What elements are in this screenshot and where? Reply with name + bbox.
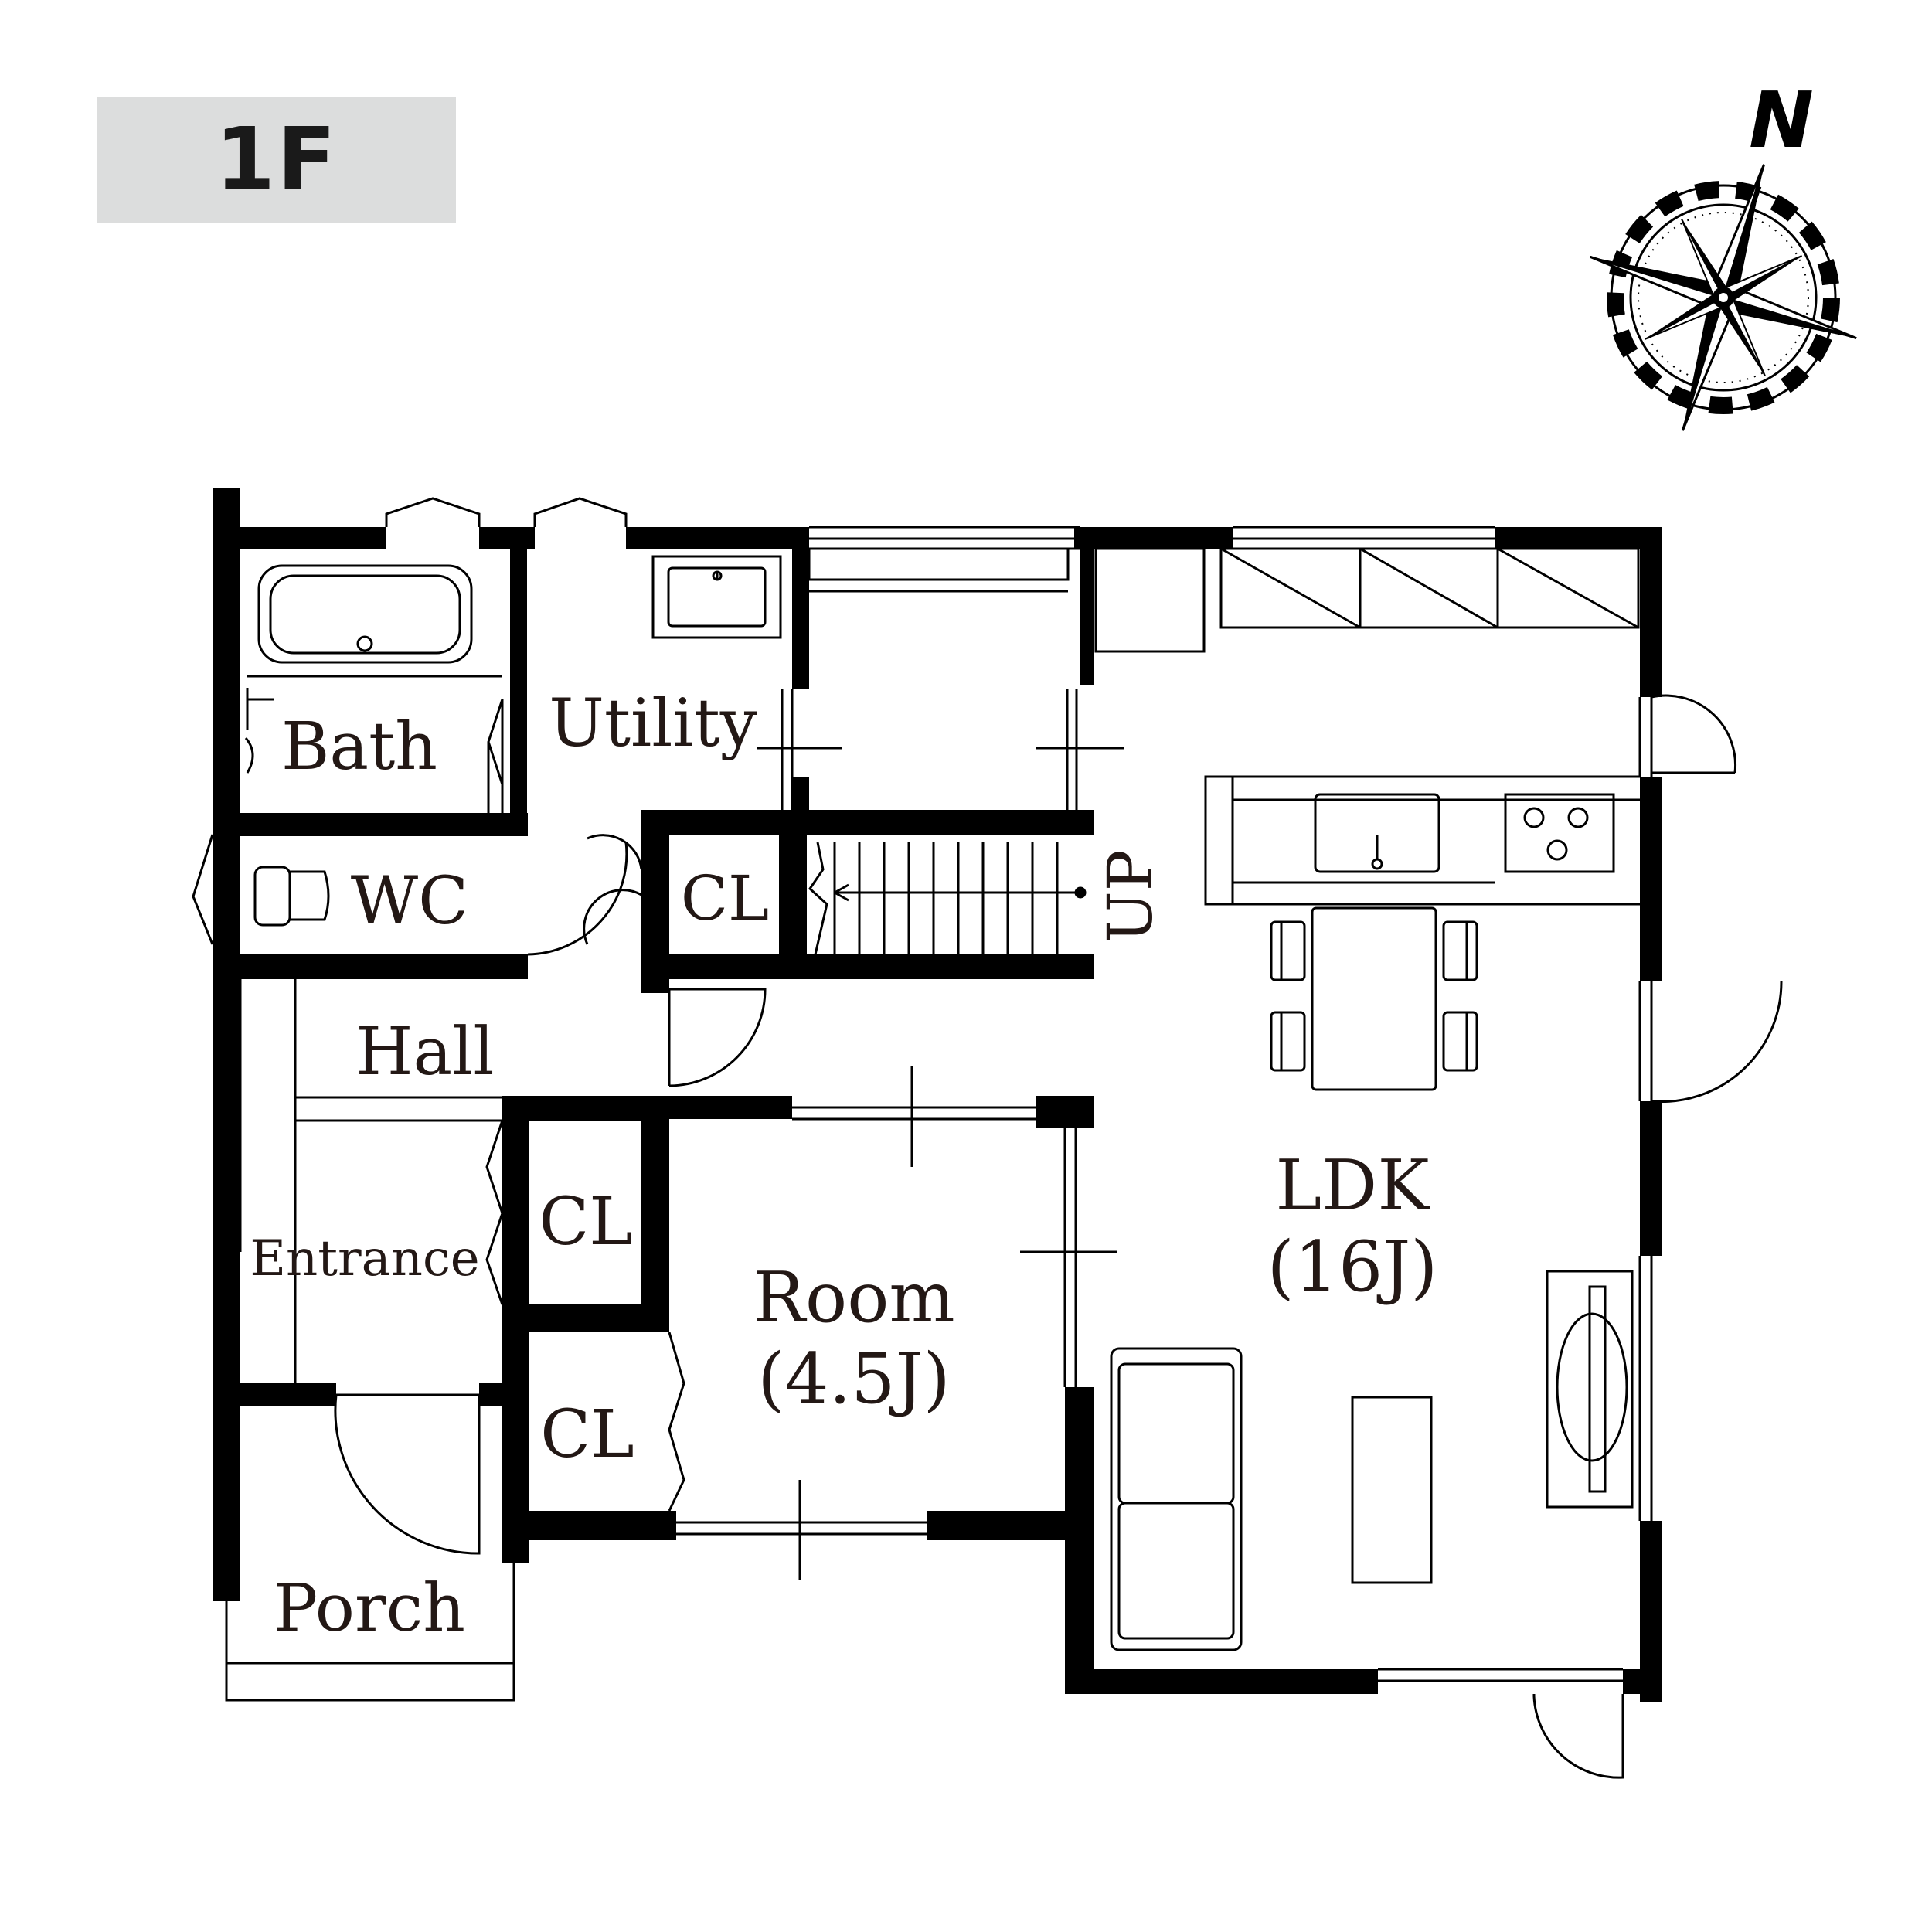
cl-entrance-lower-label: CL	[540, 1396, 634, 1473]
north-label: N	[1749, 75, 1814, 165]
stairs-up-label: UP	[1094, 849, 1166, 943]
room-labels: Bath Utility WC CL UP Hall Entrance CL C…	[250, 685, 1437, 1647]
floor-badge: 1F	[97, 97, 456, 223]
fixtures	[192, 497, 1783, 1779]
walls	[213, 488, 1662, 1702]
entrance-label: Entrance	[250, 1230, 479, 1287]
hall-label: Hall	[355, 1014, 494, 1090]
room-name-label: Room	[753, 1257, 954, 1338]
porch-label: Porch	[274, 1570, 465, 1647]
wc-label: WC	[351, 863, 468, 940]
stairs	[808, 842, 1087, 955]
compass-rose-icon	[1590, 164, 1857, 431]
ldk-size-label: (16J)	[1267, 1226, 1438, 1308]
utility-label: Utility	[549, 685, 757, 762]
cl-entrance-upper-label: CL	[539, 1184, 632, 1260]
room-size-label: (4.5J)	[757, 1338, 950, 1420]
bath-label: Bath	[281, 709, 437, 785]
ldk-name-label: LDK	[1275, 1145, 1430, 1226]
floor-label: 1F	[215, 110, 338, 210]
cl-stair-label: CL	[681, 862, 769, 934]
